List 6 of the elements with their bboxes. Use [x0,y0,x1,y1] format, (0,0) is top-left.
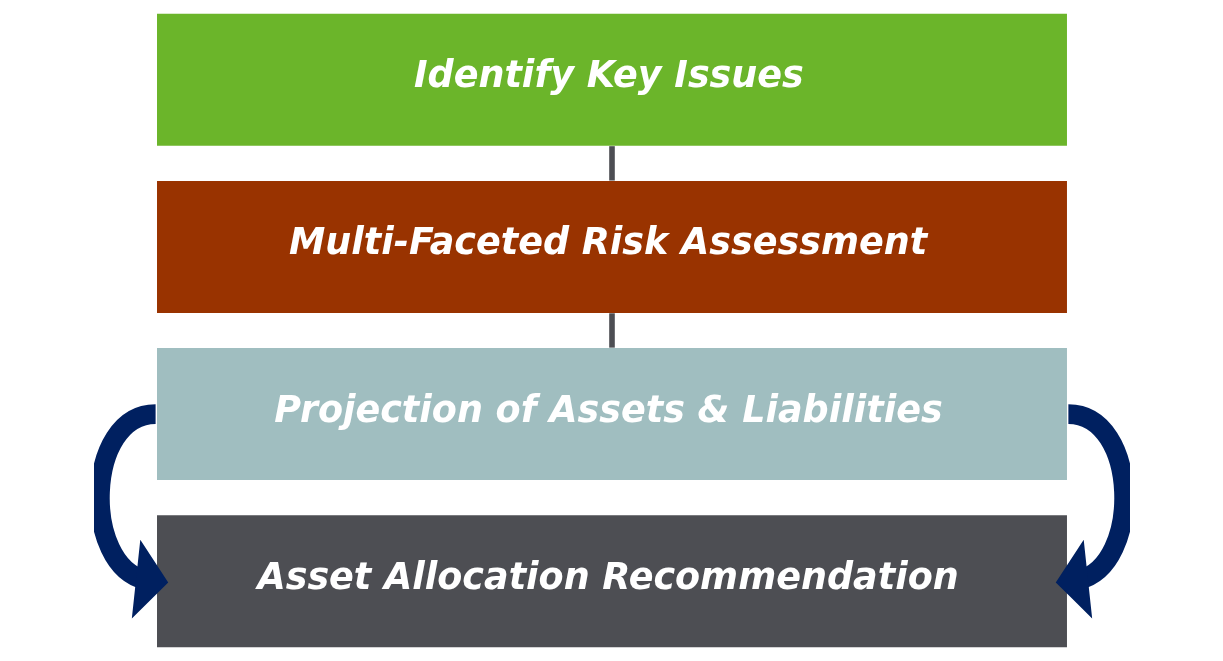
connector [608,313,615,348]
node-box: Projection of Assets & Liabilities [156,348,1067,481]
node-box: Multi-Faceted Risk Assessment [156,180,1067,313]
node-box: Asset Allocation Recommendation [156,515,1067,648]
node-box: Identify Key Issues [156,13,1067,146]
connector [608,146,615,181]
